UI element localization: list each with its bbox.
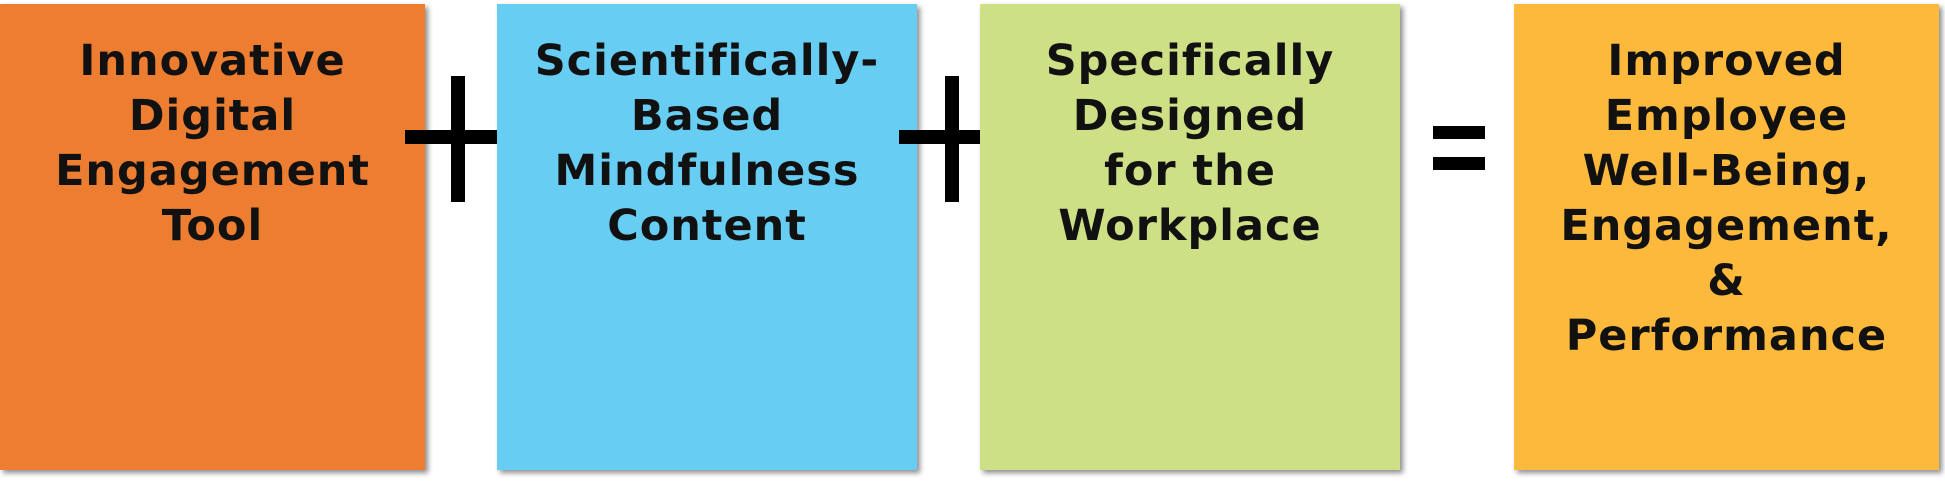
box-workplace-design: Specifically Designed for the Workplace [980, 4, 1400, 470]
box-improved-outcomes: Improved Employee Well-Being, Engagement… [1514, 4, 1939, 470]
box-label: Scientifically- Based Mindfulness Conten… [534, 36, 880, 251]
equals-icon [1433, 126, 1485, 170]
box-digital-engagement-tool: Innovative Digital Engagement Tool [0, 4, 425, 470]
box-label: Improved Employee Well-Being, Engagement… [1560, 36, 1893, 361]
plus-icon [405, 76, 511, 202]
box-label: Specifically Designed for the Workplace [1045, 36, 1335, 251]
box-label: Innovative Digital Engagement Tool [55, 36, 370, 251]
box-mindfulness-content: Scientifically- Based Mindfulness Conten… [497, 4, 917, 470]
plus-icon [899, 76, 1005, 202]
